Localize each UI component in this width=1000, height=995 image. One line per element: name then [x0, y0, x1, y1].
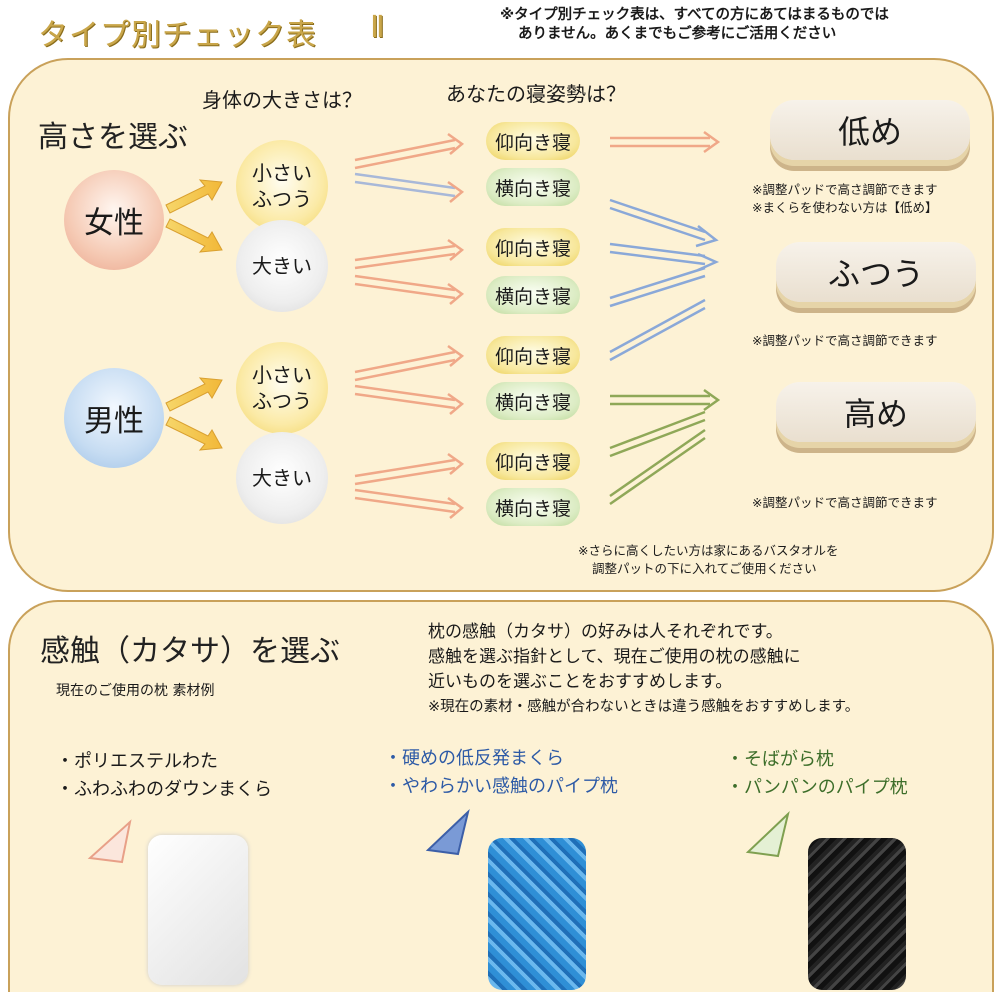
buckwheat-hull-image — [808, 838, 906, 990]
size-small-label: 小さい — [252, 161, 312, 185]
material-item: ・そばがら枕 — [726, 749, 834, 770]
body-size-question: 身体の大きさは？ — [202, 88, 362, 112]
arrow-female-small — [165, 179, 223, 214]
material-col2: ・硬めの低反発まくら ・やわらかい感触のパイプ枕 — [384, 745, 618, 801]
pointer-triangles — [87, 808, 790, 864]
material-item: ・ポリエステルわた — [56, 751, 218, 772]
material-item: ・硬めの低反発まくら — [384, 748, 564, 769]
female-size-small-circle: 小さいふつう — [236, 140, 328, 232]
pillow-low: 低め — [770, 100, 970, 160]
size-normal-label: ふつう — [252, 389, 312, 413]
pillow-high-label: 高め — [843, 395, 908, 433]
male-size-big-circle: 大きい — [236, 432, 328, 524]
male-label: 男性 — [84, 404, 144, 439]
female-circle: 女性 — [64, 170, 164, 270]
posture-up-pill: 仰向き寝 — [486, 442, 580, 480]
firmness-heading: 感触（カタサ）を選ぶ — [40, 634, 340, 669]
arrow-male-big — [165, 416, 223, 451]
firmness-desc2: 感触を選ぶ指針として、現在ご使用の枕の感触に — [428, 647, 801, 667]
page-title-number: Ⅱ — [370, 10, 385, 45]
header-note-line2: ありません。あくまでもご参考にご活用ください — [518, 26, 837, 42]
firmness-desc4: ※現在の素材・感触が合わないときは違う感触をおすすめします。 — [428, 699, 860, 715]
firmness-desc1: 枕の感触（カタサ）の好みは人それぞれです。 — [428, 622, 783, 642]
material-col3: ・そばがら枕 ・パンパンのパイプ枕 — [726, 746, 908, 802]
material-item: ・やわらかい感触のパイプ枕 — [384, 776, 618, 797]
pillow-normal-label: ふつう — [827, 255, 924, 293]
header-note: ※タイプ別チェック表は、すべての方にあてはまるものでは ありません。あくまでもご… — [500, 6, 889, 44]
pillow-high-note: ※調整パッドで高さ調節できます — [752, 495, 938, 510]
pillow-low-note2: ※まくらを使わない方は【低め】 — [752, 200, 938, 215]
male-size-small-circle: 小さいふつう — [236, 342, 328, 434]
posture-side-pill: 横向き寝 — [486, 168, 580, 206]
pillow-normal: ふつう — [776, 242, 976, 302]
pillow-low-note: ※調整パッドで高さ調節できます ※まくらを使わない方は【低め】 — [752, 181, 937, 217]
arrow-male-small — [165, 377, 223, 412]
female-size-big-circle: 大きい — [236, 220, 328, 312]
blue-pipe-image — [488, 838, 586, 990]
height-heading: 高さを選ぶ — [38, 120, 188, 155]
firmness-desc3: 近いものを選ぶことをおすすめします。 — [428, 672, 733, 692]
material-item: ・ふわふわのダウンまくら — [56, 779, 272, 800]
firmness-description: 枕の感触（カタサ）の好みは人それぞれです。 感触を選ぶ指針として、現在ご使用の枕… — [428, 620, 859, 720]
male-circle: 男性 — [64, 368, 164, 468]
size-big-label: 大きい — [252, 466, 312, 490]
posture-up-pill: 仰向き寝 — [486, 228, 580, 266]
size-normal-label: ふつう — [252, 187, 312, 211]
posture-up-pill: 仰向き寝 — [486, 122, 580, 160]
female-label: 女性 — [84, 206, 144, 241]
pillow-high: 高め — [776, 382, 976, 442]
size-big-label: 大きい — [252, 254, 312, 278]
triangle-pink-icon — [87, 819, 132, 864]
arrow-female-big — [165, 218, 223, 253]
pillow-low-label: 低め — [837, 113, 902, 151]
header-note-line1: ※タイプ別チェック表は、すべての方にあてはまるものでは — [500, 7, 889, 23]
posture-question: あなたの寝姿勢は？ — [446, 82, 626, 106]
posture-side-pill: 横向き寝 — [486, 382, 580, 420]
bath-towel-note: ※さらに高くしたい方は家にあるバスタオルを 調整パットの下に入れてご使用ください — [578, 542, 838, 578]
material-col1: ・ポリエステルわた ・ふわふわのダウンまくら — [56, 748, 272, 804]
polyester-batting-image — [148, 835, 248, 985]
pillow-normal-note: ※調整パッドで高さ調節できます — [752, 333, 938, 348]
material-item: ・パンパンのパイプ枕 — [726, 777, 908, 798]
triangle-green-icon — [745, 810, 790, 858]
page-title: タイプ別チェック表 — [38, 18, 317, 53]
size-small-label: 小さい — [252, 363, 312, 387]
bath-towel-note2: 調整パットの下に入れてご使用ください — [592, 561, 817, 576]
bath-towel-note1: ※さらに高くしたい方は家にあるバスタオルを — [578, 543, 839, 558]
posture-side-pill: 横向き寝 — [486, 276, 580, 314]
triangle-blue-icon — [425, 808, 470, 856]
posture-side-pill: 横向き寝 — [486, 488, 580, 526]
firmness-sub: 現在のご使用の枕 素材例 — [56, 683, 215, 699]
posture-up-pill: 仰向き寝 — [486, 336, 580, 374]
pillow-low-note1: ※調整パッドで高さ調節できます — [752, 182, 938, 197]
